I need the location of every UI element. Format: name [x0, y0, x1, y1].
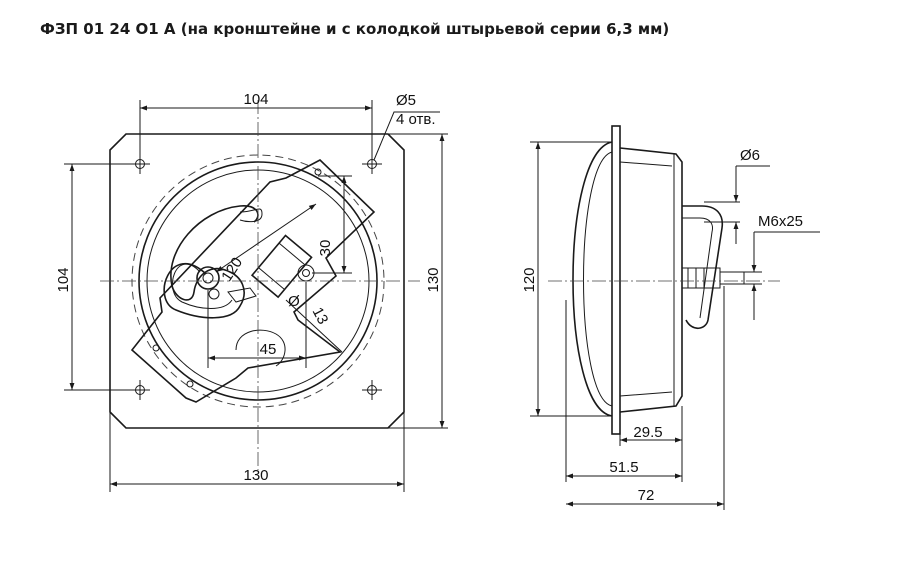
dim-left-104: 104: [55, 267, 72, 292]
bracket-loop: [163, 205, 259, 319]
dim-30: 30: [317, 240, 334, 257]
dim-right-130: 130: [425, 267, 442, 292]
dim-hole-count: 4 отв.: [396, 111, 436, 128]
mounting-holes: [130, 154, 382, 400]
front-view: 104 Ø5 4 отв. 104 130 130 45 30 120 Ø 13: [55, 91, 448, 492]
dim-13: 13: [309, 305, 332, 328]
contact-nut-inner: [202, 272, 214, 284]
dim-thread-m6x25: M6x25: [758, 213, 803, 230]
dim-diameter-symbol: Ø: [288, 293, 300, 310]
side-view: 120 Ø6 M6x25 29.5 51.5 72: [521, 125, 820, 510]
dim-29-5: 29.5: [633, 424, 662, 441]
dim-120: 120: [218, 254, 246, 284]
dim-side-120: 120: [521, 267, 538, 292]
dim-hole-diameter: Ø5: [396, 92, 416, 109]
drawing-title: ФЗП 01 24 О1 А (на кронштейне и с колодк…: [40, 20, 670, 38]
dim-72: 72: [638, 487, 655, 504]
dim-top-104: 104: [243, 91, 268, 108]
dim-bottom-130: 130: [243, 467, 268, 484]
flange-plate: [611, 125, 621, 435]
lens-dome: [572, 141, 613, 417]
dim-45: 45: [260, 341, 277, 358]
dim-51-5: 51.5: [609, 459, 638, 476]
rear-bracket: [682, 205, 724, 330]
threaded-stud: [719, 271, 745, 285]
contact-nut-outer: [196, 266, 220, 290]
dim-d6: Ø6: [740, 147, 760, 164]
connector-nut: [297, 264, 315, 282]
housing-body: [619, 147, 683, 413]
